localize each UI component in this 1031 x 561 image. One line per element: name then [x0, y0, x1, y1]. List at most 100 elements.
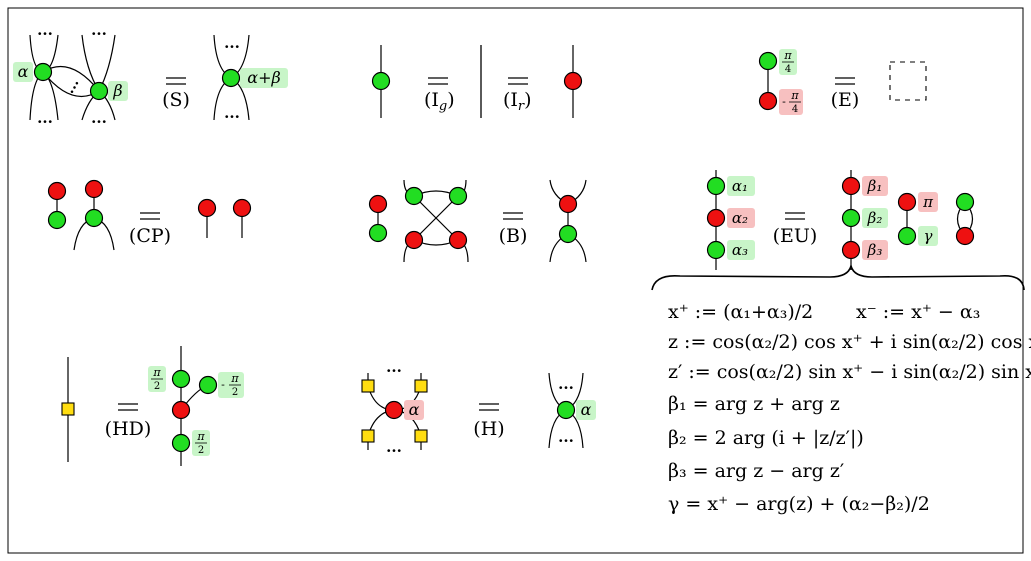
- eu-red-alpha2: [706, 208, 726, 228]
- rule-name-S: (S): [162, 89, 190, 111]
- alpha-plus-beta-label: α+β: [247, 68, 280, 87]
- green-spider-fused: [221, 68, 241, 88]
- b-green-node-top-left: [404, 186, 424, 206]
- alpha2-label: α₂: [732, 209, 748, 227]
- rule-name-Ir: (Ir): [503, 89, 532, 114]
- hd-pi2-top-num: π: [152, 366, 161, 379]
- h-right-ellipsis-top: ...: [558, 375, 574, 393]
- eu-loop-green-node: [955, 192, 975, 212]
- ellipsis-top-left: ...: [37, 21, 53, 39]
- b-red-node-lone: [368, 194, 388, 214]
- neg-pi4-sign: -: [782, 95, 786, 108]
- h-ellipsis-top: ...: [386, 358, 402, 376]
- eu-green-alpha1: [706, 176, 726, 196]
- hd-pi2-bottom-den: 2: [198, 445, 204, 456]
- rule-name-EU: (EU): [773, 225, 818, 247]
- equals-EU: [785, 212, 805, 220]
- equals-S: [166, 77, 186, 85]
- cp-red-node-left: [47, 181, 67, 201]
- alpha1-bg: [727, 176, 755, 196]
- equation-gamma: γ = x⁺ − arg(z) + (α₂−β₂)/2: [668, 493, 930, 515]
- cp-green-node-left: [47, 210, 67, 230]
- green-pi4-node: [758, 51, 778, 71]
- equals-E: [835, 77, 855, 85]
- h-hadamard-bottom-right: [414, 429, 428, 443]
- hd-green-side: [198, 375, 218, 395]
- pi4-numerator: π: [783, 49, 792, 62]
- eu-curly-brace: [651, 262, 1025, 291]
- hd-neg-pi2-num: π: [230, 372, 239, 385]
- h-hadamard-bottom-left: [361, 429, 375, 443]
- eu-red-pi-node: [897, 192, 917, 212]
- green-spider-alpha: [33, 62, 53, 82]
- pi-label: π: [922, 193, 934, 211]
- cp-result-red-right: [232, 198, 252, 218]
- rule-name-E: (E): [831, 89, 860, 111]
- alpha-plus-beta-bg: [240, 68, 288, 88]
- equation-xminus: x⁻ := x⁺ − α₃: [856, 301, 980, 323]
- hd-neg-pi2-den: 2: [232, 387, 238, 398]
- h-alpha-left-label: α: [409, 400, 420, 419]
- equals-B: [503, 212, 523, 220]
- h-alpha-left-bg: [404, 400, 424, 420]
- b-red-node-bottom-left: [404, 230, 424, 250]
- bialgebra-right-wires: [549, 179, 587, 263]
- gamma-bg: [918, 226, 938, 246]
- equals-CP: [140, 212, 160, 220]
- neg-pi4-numerator: π: [790, 89, 799, 102]
- h-hadamard-top-right: [414, 379, 428, 393]
- beta-label: β: [112, 81, 122, 100]
- equals-H: [479, 403, 499, 411]
- alpha-label: α: [18, 62, 29, 81]
- eu-green-beta2: [841, 208, 861, 228]
- beta3-label: β₃: [867, 241, 883, 259]
- hd-pi2-bottom-num: π: [196, 430, 205, 443]
- rule-name-Ig: (Ig): [424, 89, 455, 114]
- beta1-bg: [862, 176, 888, 196]
- eu-red-beta1: [841, 176, 861, 196]
- alpha2-bg: [727, 208, 755, 228]
- equals-HD: [118, 403, 138, 411]
- hd-green-bottom: [171, 433, 191, 453]
- gamma-label: γ: [924, 227, 933, 245]
- beta1-label: β₁: [867, 177, 883, 195]
- equals-Ig: [428, 77, 448, 85]
- rule-name-B: (B): [499, 225, 528, 247]
- b-green-node-lone: [368, 223, 388, 243]
- red-neg-pi4-node: [758, 91, 778, 111]
- alpha3-label: α₃: [732, 241, 748, 259]
- b-result-green-node: [558, 224, 578, 244]
- h-ellipsis-bottom: ...: [386, 438, 402, 456]
- cp-result-red-left: [197, 198, 217, 218]
- equation-beta3: β₃ = arg z − arg z′: [668, 460, 844, 482]
- empty-diagram-box: [889, 61, 927, 101]
- cp-green-node-right: [84, 208, 104, 228]
- equation-z: z := cos(α₂/2) cos x⁺ + i sin(α₂/2) cos …: [668, 331, 1031, 353]
- alpha1-label: α₁: [732, 177, 748, 195]
- rule-name-CP: (CP): [129, 225, 171, 247]
- beta3-bg: [862, 240, 888, 260]
- hd-neg-pi2-sign: -: [221, 378, 225, 391]
- h-right-ellipsis-bottom: ...: [558, 428, 574, 446]
- eu-green-alpha3: [706, 240, 726, 260]
- hd-hadamard-box: [61, 402, 75, 416]
- h-alpha-right-label: α: [581, 400, 592, 419]
- equation-beta2: β₂ = 2 arg (i + |z/z′|): [668, 427, 864, 449]
- eu-green-gamma-node: [897, 226, 917, 246]
- b-green-node-top-right: [448, 186, 468, 206]
- alpha-label-bg: [13, 62, 33, 82]
- equals-Ir: [508, 77, 528, 85]
- eu-red-beta3: [841, 240, 861, 260]
- green-identity-node: [371, 71, 391, 91]
- ellipsis-bottom-right: ...: [91, 109, 107, 127]
- eu-loop-red-node: [955, 226, 975, 246]
- ellipsis-bottom-left: ...: [37, 109, 53, 127]
- h-hadamard-top-left: [361, 379, 375, 393]
- pi-bg: [918, 192, 938, 212]
- h-alpha-right-bg: [576, 400, 596, 420]
- cp-red-node-right: [84, 179, 104, 199]
- b-red-node-bottom-right: [448, 230, 468, 250]
- ellipsis-fused-top: ...: [224, 34, 240, 52]
- h-green-spider: [556, 400, 576, 420]
